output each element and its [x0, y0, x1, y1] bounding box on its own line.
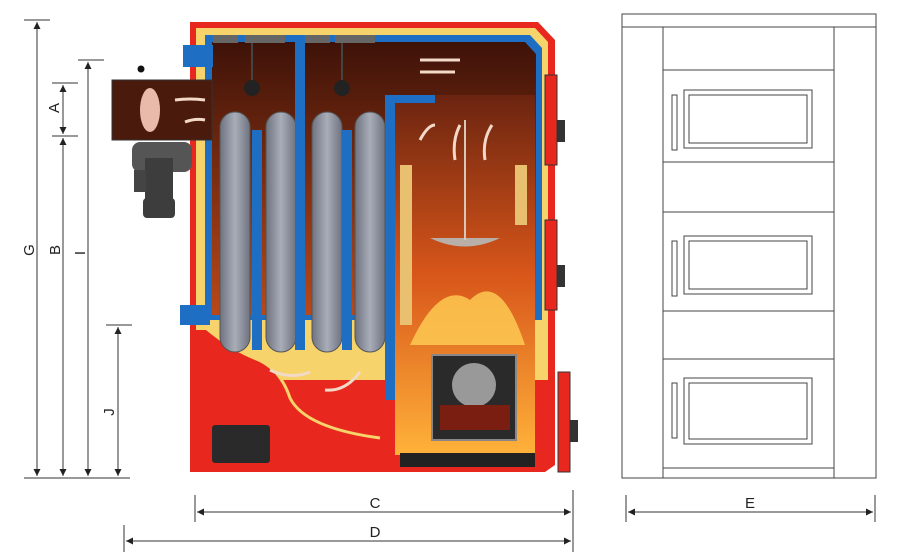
dimension-lines-vertical	[24, 19, 132, 479]
cleaning-door	[212, 425, 270, 463]
dim-label-e: E	[745, 495, 755, 512]
exhaust-fan-icon	[132, 142, 192, 218]
front-door-panel-upper	[671, 89, 813, 151]
front-door-panel-middle	[671, 235, 813, 297]
heat-exchanger-tubes	[219, 40, 386, 353]
front-door-upper	[544, 74, 558, 166]
dim-label-c: C	[370, 495, 381, 512]
boiler-front-view	[621, 13, 877, 479]
dim-label-d: D	[370, 524, 381, 541]
front-door-lower	[557, 371, 571, 473]
dim-label-i: I	[72, 251, 89, 255]
dim-label-g: G	[21, 244, 38, 256]
front-door-panel-lower	[671, 377, 813, 445]
dim-label-b: B	[47, 245, 64, 255]
ash-pan	[400, 453, 535, 467]
flue-outlet	[111, 79, 213, 141]
dimension-lines-horizontal	[123, 490, 876, 552]
front-door-middle	[544, 219, 558, 311]
dim-label-a: A	[46, 103, 63, 113]
flow-arrows	[174, 58, 494, 392]
boiler-section	[111, 22, 578, 473]
burner-plate	[430, 238, 500, 247]
dim-label-j: J	[101, 408, 118, 416]
flue-damper	[140, 88, 160, 132]
flame	[410, 291, 525, 345]
